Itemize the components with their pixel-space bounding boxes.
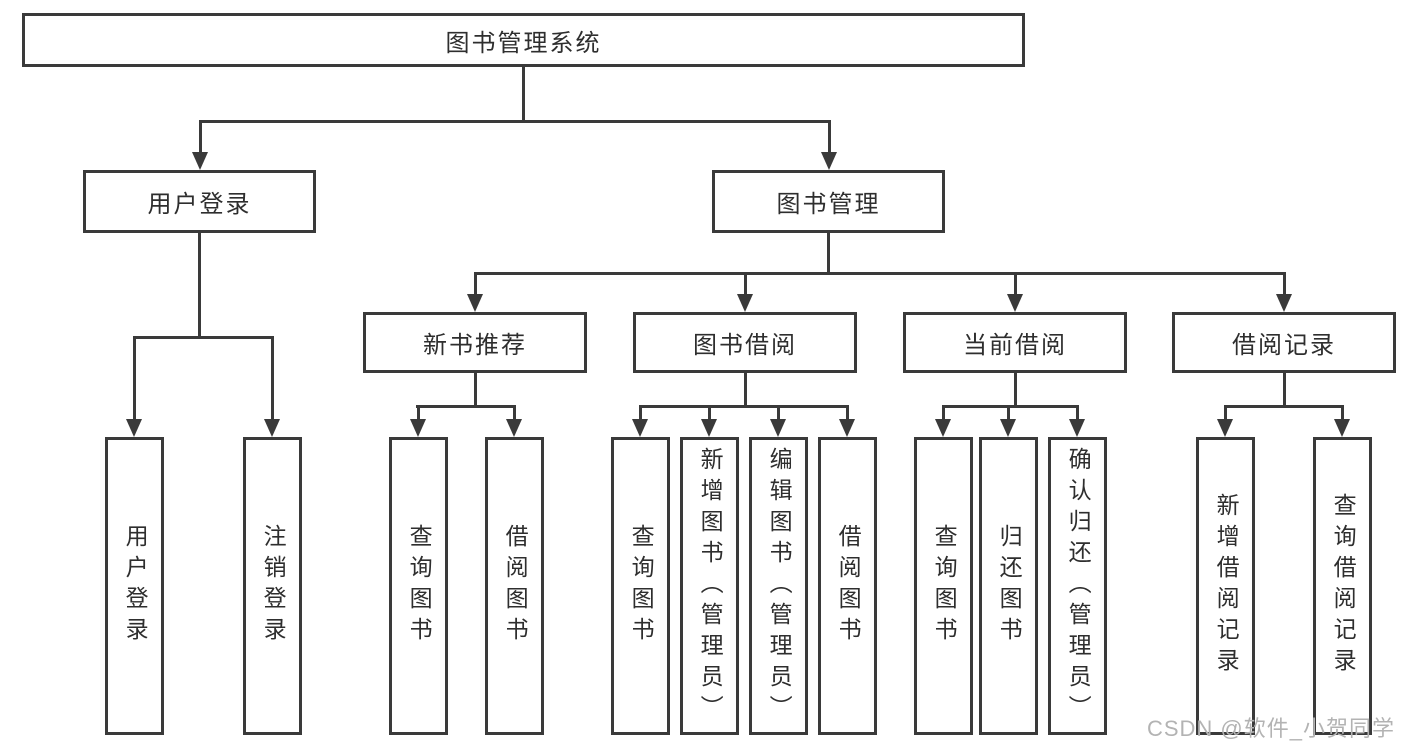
- arrowhead-down-icon: [1007, 294, 1023, 312]
- leaf-borrowing-add-book: 新增图书（管理员）: [680, 437, 739, 735]
- node-current-borrowing: 当前借阅: [903, 312, 1127, 373]
- connector-vline: [942, 405, 945, 421]
- leaf-borrowing-borrow-book-label: 借阅图书: [835, 524, 862, 648]
- connector-vline: [1014, 373, 1017, 408]
- leaf-logout-label: 注销登录: [260, 524, 287, 648]
- arrowhead-down-icon: [839, 419, 855, 437]
- leaf-current-return-book-label: 归还图书: [996, 524, 1023, 648]
- csdn-watermark: CSDN @软件_小贺同学: [1146, 716, 1395, 741]
- leaf-records-add-record: 新增借阅记录: [1196, 437, 1255, 735]
- arrowhead-down-icon: [737, 294, 753, 312]
- connector-vline: [708, 405, 711, 421]
- connector-hline: [416, 405, 516, 408]
- leaf-recommend-borrow-book-label: 借阅图书: [502, 524, 529, 648]
- node-book-management: 图书管理: [712, 170, 945, 233]
- node-root: 图书管理系统: [22, 13, 1025, 67]
- arrowhead-down-icon: [770, 419, 786, 437]
- leaf-borrowing-query-book: 查询图书: [611, 437, 670, 735]
- leaf-recommend-borrow-book: 借阅图书: [485, 437, 544, 735]
- arrowhead-down-icon: [126, 419, 142, 437]
- leaf-borrowing-query-book-label: 查询图书: [628, 524, 655, 648]
- leaf-borrowing-edit-book-label: 编辑图书（管理员）: [766, 446, 793, 726]
- leaf-borrowing-edit-book: 编辑图书（管理员）: [749, 437, 808, 735]
- leaf-current-confirm-return-label: 确认归还（管理员）: [1065, 446, 1092, 726]
- leaf-user-login-label: 用户登录: [122, 524, 149, 648]
- leaf-logout: 注销登录: [243, 437, 302, 735]
- connector-vline: [474, 272, 477, 296]
- leaf-records-add-record-label: 新增借阅记录: [1213, 493, 1240, 679]
- node-user-login: 用户登录: [83, 170, 316, 233]
- connector-vline: [1224, 405, 1227, 421]
- connector-vline: [828, 120, 831, 156]
- leaf-current-query-book: 查询图书: [914, 437, 973, 735]
- leaf-current-query-book-label: 查询图书: [931, 524, 958, 648]
- connector-vline: [1076, 405, 1079, 421]
- node-book-borrowing: 图书借阅: [633, 312, 857, 373]
- connector-hline: [942, 405, 1079, 408]
- leaf-records-query-record-label: 查询借阅记录: [1330, 493, 1357, 679]
- arrowhead-down-icon: [701, 419, 717, 437]
- connector-vline: [744, 373, 747, 408]
- node-new-book-recommend: 新书推荐: [363, 312, 587, 373]
- node-current-borrowing-label: 当前借阅: [963, 332, 1067, 359]
- connector-vline: [522, 67, 525, 123]
- connector-vline: [777, 405, 780, 421]
- arrowhead-down-icon: [632, 419, 648, 437]
- connector-vline: [198, 233, 201, 338]
- node-book-borrowing-label: 图书借阅: [693, 332, 797, 359]
- connector-vline: [513, 405, 516, 421]
- leaf-current-confirm-return: 确认归还（管理员）: [1048, 437, 1107, 735]
- arrowhead-down-icon: [506, 419, 522, 437]
- leaf-borrowing-borrow-book: 借阅图书: [818, 437, 877, 735]
- arrowhead-down-icon: [821, 152, 837, 170]
- arrowhead-down-icon: [467, 294, 483, 312]
- arrowhead-down-icon: [1000, 419, 1016, 437]
- connector-vline: [1007, 405, 1010, 421]
- arrowhead-down-icon: [1069, 419, 1085, 437]
- connector-hline: [639, 405, 848, 408]
- leaf-current-return-book: 归还图书: [979, 437, 1038, 735]
- arrowhead-down-icon: [935, 419, 951, 437]
- node-user-login-label: 用户登录: [147, 191, 252, 218]
- connector-vline: [133, 336, 136, 419]
- connector-vline: [474, 373, 477, 408]
- arrowhead-down-icon: [410, 419, 426, 437]
- arrowhead-down-icon: [1334, 419, 1350, 437]
- leaf-user-login: 用户登录: [105, 437, 164, 735]
- arrowhead-down-icon: [264, 419, 280, 437]
- connector-vline: [846, 405, 849, 421]
- connector-vline: [271, 336, 274, 419]
- connector-vline: [1283, 272, 1286, 296]
- arrowhead-down-icon: [192, 152, 208, 170]
- node-borrowing-records-label: 借阅记录: [1232, 332, 1336, 359]
- connector-hline: [133, 336, 274, 339]
- leaf-borrowing-add-book-label: 新增图书（管理员）: [697, 446, 724, 726]
- arrowhead-down-icon: [1276, 294, 1292, 312]
- connector-vline: [1283, 373, 1286, 408]
- connector-vline: [199, 120, 202, 156]
- leaf-records-query-record: 查询借阅记录: [1313, 437, 1372, 735]
- connector-vline: [1341, 405, 1344, 421]
- connector-vline: [417, 405, 420, 421]
- leaf-recommend-query-book-label: 查询图书: [406, 524, 433, 648]
- arrowhead-down-icon: [1217, 419, 1233, 437]
- connector-vline: [744, 272, 747, 296]
- connector-hline: [1224, 405, 1344, 408]
- connector-vline: [639, 405, 642, 421]
- node-root-label: 图书管理系统: [445, 29, 602, 57]
- leaf-recommend-query-book: 查询图书: [389, 437, 448, 735]
- connector-vline: [1014, 272, 1017, 296]
- connector-vline: [827, 233, 830, 275]
- connector-hline: [474, 272, 1286, 275]
- node-new-book-recommend-label: 新书推荐: [423, 332, 527, 359]
- node-borrowing-records: 借阅记录: [1172, 312, 1396, 373]
- connector-hline: [199, 120, 831, 123]
- node-book-management-label: 图书管理: [776, 191, 881, 218]
